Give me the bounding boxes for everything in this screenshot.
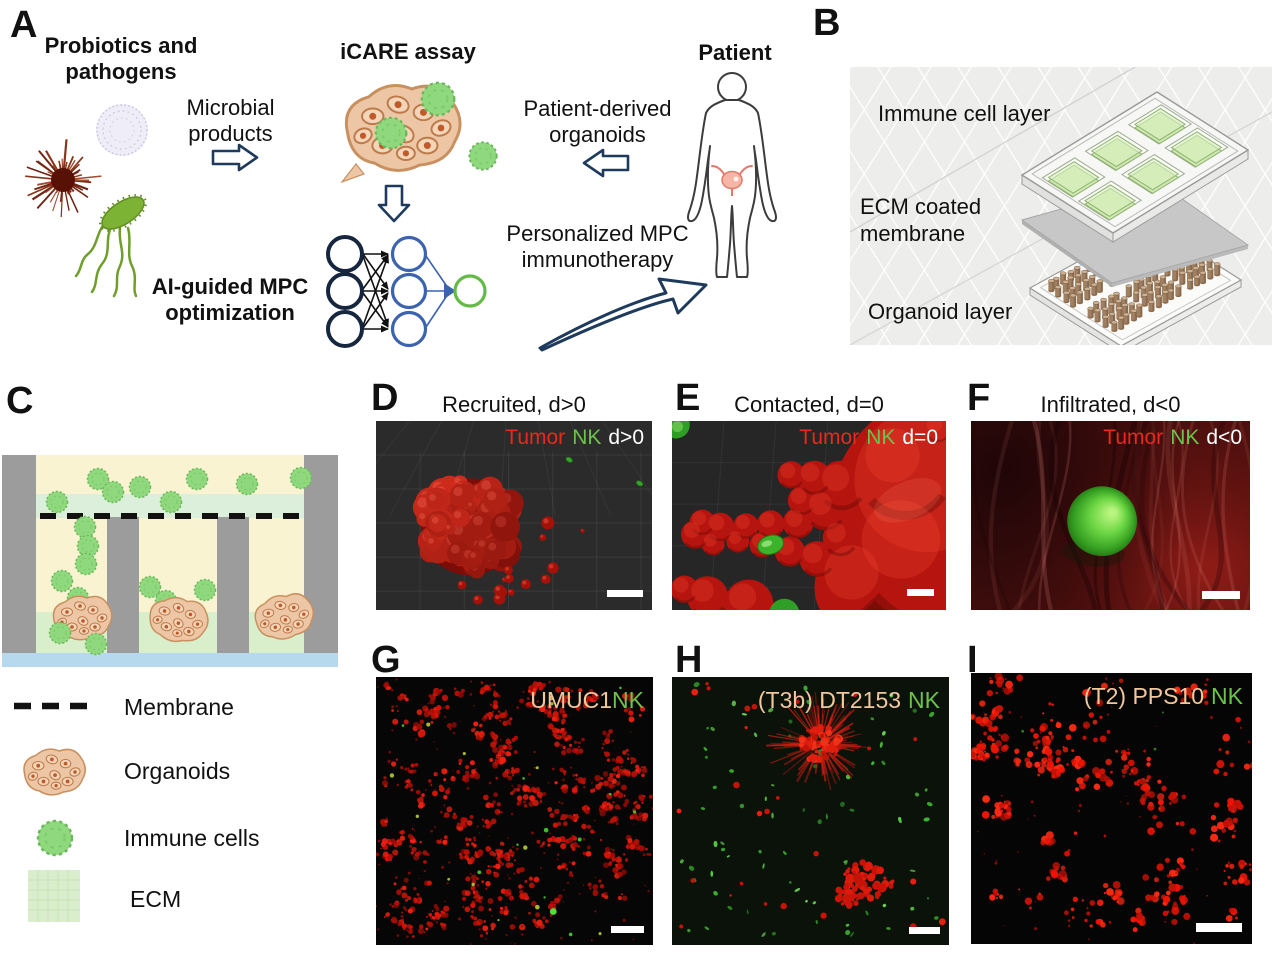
nk-label: NK	[612, 687, 644, 713]
tumor-label: Tumor	[1103, 426, 1164, 449]
personalized-label: Personalized MPC immunotherapy	[506, 221, 689, 272]
panel-i-label: I	[967, 639, 978, 681]
panel-g-label: G	[371, 639, 401, 681]
distance-label: d>0	[608, 426, 644, 449]
well-wall-left	[2, 455, 36, 653]
curved-arrow-icon	[538, 277, 708, 352]
scale-bar	[907, 589, 934, 596]
nk-label: NK	[1170, 426, 1200, 449]
panel-d-overlay: Tumor NK d>0	[505, 426, 644, 450]
panel-e-render	[672, 421, 946, 610]
scale-bar	[909, 927, 940, 934]
panel-e-title: Contacted, d=0	[734, 392, 884, 417]
panel-e-label: E	[675, 377, 701, 419]
probiotics-label: Probiotics and pathogens	[44, 33, 198, 84]
panel-g-render	[376, 677, 653, 945]
panel-f-image: Tumor NK d<0	[971, 421, 1250, 610]
legend-ecm-icon	[28, 870, 80, 922]
panel-f-render	[971, 421, 1250, 610]
sample-label: (T2) PPS10	[1083, 683, 1205, 709]
distance-label: d=0	[902, 426, 938, 449]
legend-membrane-label: Membrane	[124, 694, 234, 720]
legend-organoid-icon	[23, 748, 87, 796]
panel-c-label: C	[6, 380, 34, 422]
panel-d: Recruited, d>0 Tumor NK d>0	[376, 392, 652, 610]
ecm-membrane-label: ECM coated membrane	[860, 194, 982, 246]
bladder-icon	[711, 165, 753, 196]
microbial-products-label: Microbial products	[186, 95, 275, 146]
panel-e-image: Tumor NK d=0	[672, 421, 946, 610]
organoid-layer-label: Organoid layer	[868, 299, 1013, 324]
panel-g: UMUC1NK	[376, 677, 653, 945]
panel-i-render	[971, 673, 1252, 944]
nk-label: NK	[1211, 683, 1243, 709]
arrow-right-icon	[211, 143, 259, 172]
immune-cell-layer-label: Immune cell layer	[878, 101, 1051, 126]
panel-d-title: Recruited, d>0	[442, 392, 586, 417]
neural-network-icon	[326, 235, 487, 348]
sample-label: UMUC1	[530, 687, 613, 713]
glass-base	[2, 653, 338, 667]
icare-assay-label: iCARE assay	[340, 39, 476, 64]
panel-g-overlay: UMUC1NK	[530, 687, 644, 714]
panel-g-image: UMUC1NK	[376, 677, 653, 945]
nk-label: NK	[572, 426, 602, 449]
nk-label: NK	[866, 426, 896, 449]
legend-immune-cell-icon	[36, 819, 74, 857]
panel-h-label: H	[675, 639, 703, 681]
fungal-cell-icon	[96, 104, 148, 156]
panel-d-label: D	[371, 377, 399, 419]
tumor-label: Tumor	[799, 426, 860, 449]
legend-organoids-label: Organoids	[124, 758, 231, 784]
panel-e: Contacted, d=0 Tumor NK d=0	[672, 392, 946, 610]
scale-bar	[611, 926, 644, 933]
arrow-left-icon	[582, 148, 630, 178]
nk-label: NK	[908, 687, 940, 713]
tumor-label: Tumor	[505, 426, 566, 449]
legend-ecm-label: ECM	[130, 886, 182, 912]
patient-derived-label: Patient-derived organoids	[523, 96, 672, 147]
panel-b-graphic	[850, 67, 1272, 345]
panel-f: Infiltrated, d<0 Tumor NK d<0	[971, 392, 1250, 610]
arrow-down-icon	[377, 184, 411, 223]
panel-f-overlay: Tumor NK d<0	[1103, 426, 1242, 450]
urchin-microbe-icon	[25, 139, 102, 218]
micro-pillar	[217, 517, 249, 653]
organoid-cluster-icon	[340, 81, 498, 184]
scale-bar	[1202, 591, 1240, 599]
micro-pillar	[107, 517, 139, 653]
sample-label: (T3b) DT2153	[757, 687, 902, 713]
bacterium-icon	[74, 194, 148, 298]
ai-guided-label: AI-guided MPC optimization	[151, 274, 309, 325]
panel-c-graphic	[2, 455, 338, 922]
distance-label: d<0	[1206, 426, 1242, 449]
panel-b-label: B	[813, 2, 841, 44]
panel-d-render	[376, 421, 652, 610]
panel-f-label: F	[967, 377, 991, 419]
scale-bar	[1196, 923, 1242, 932]
panel-a-label: A	[10, 4, 38, 46]
panel-a-graphic	[25, 72, 777, 352]
patient-body-icon	[687, 72, 777, 278]
panel-h-render	[672, 677, 949, 945]
legend-immune-cells-label: Immune cells	[124, 825, 260, 851]
panel-f-title: Infiltrated, d<0	[1040, 392, 1181, 417]
panel-d-image: Tumor NK d>0	[376, 421, 652, 610]
patient-label: Patient	[698, 40, 772, 65]
scale-bar	[607, 590, 643, 597]
panel-e-overlay: Tumor NK d=0	[799, 426, 938, 450]
